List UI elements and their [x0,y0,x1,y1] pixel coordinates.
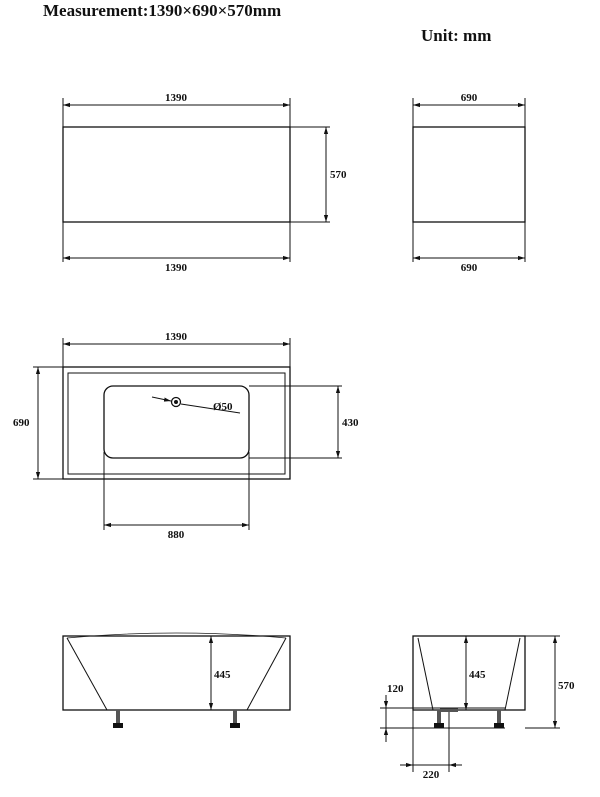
side-section-outline [412,635,526,711]
dim-drain-offset: 220 [423,769,440,781]
dim-basin-depth: 430 [342,417,359,429]
dim-section-depth: 445 [214,669,231,681]
foot-icon [434,710,444,728]
dim-foot-height: 120 [387,683,404,695]
leader-line [180,403,241,414]
foot-icon [113,710,123,728]
basin-wall [246,637,287,711]
front-elevation: 1390 570 1390 [62,92,347,274]
dim-side-width-top: 690 [461,92,478,104]
rim-curve [66,632,287,639]
basin-wall [504,637,521,711]
dim-plan-width: 690 [13,417,30,429]
drain-label: Ø50 [213,401,233,413]
dim-width-bottom: 1390 [165,262,188,274]
front-body [62,126,291,223]
leader-line [151,396,172,402]
foot-icon [230,710,240,728]
page-title: Measurement:1390×690×570mm [43,1,282,20]
drain-fitting [440,708,458,712]
drain-icon [170,396,182,408]
dim-side-width-bottom: 690 [461,262,478,274]
dim-height: 570 [330,169,347,181]
dim-overall-height: 570 [558,680,575,692]
basin-wall [417,637,434,711]
unit-label: Unit: mm [421,26,492,45]
section-outline [62,635,291,711]
dim-side-section-depth: 445 [469,669,486,681]
basin-wall [66,637,108,711]
basin-outline [103,385,250,459]
side-elevation: 690 690 [412,92,526,274]
dim-width-top: 1390 [165,92,188,104]
foot-icon [494,710,504,728]
side-section: 445 570 120 220 [380,635,575,781]
dim-plan-length: 1390 [165,331,188,343]
plan-outer-rim [62,366,291,480]
side-body [412,126,526,223]
front-section: 445 [62,632,291,728]
plan-inner-rim [67,372,286,475]
plan-view: 1390 690 Ø50 430 880 [13,331,359,541]
dim-basin-length: 880 [168,529,185,541]
